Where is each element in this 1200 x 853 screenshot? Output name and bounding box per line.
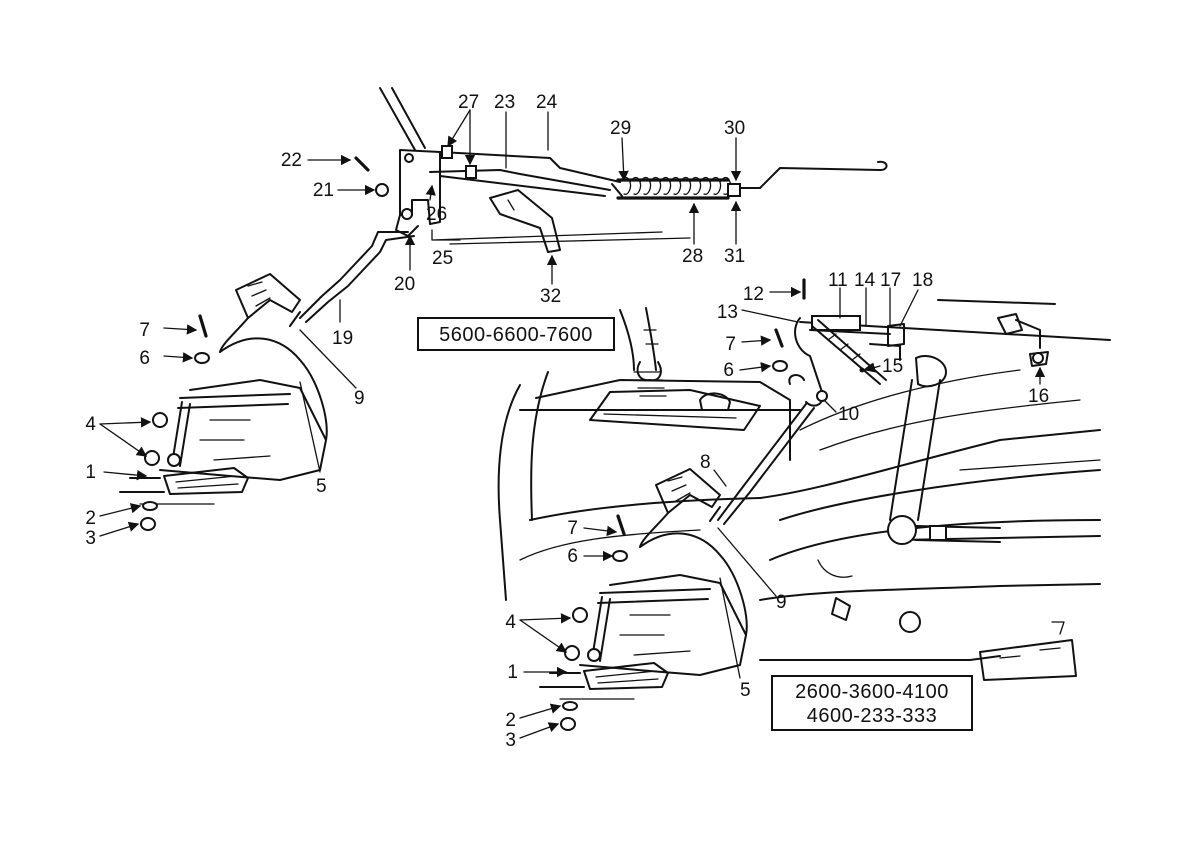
model-label-box-a: 5600-6600-7600: [417, 317, 615, 351]
callout-10: 10: [838, 404, 859, 425]
callout-22: 22: [281, 150, 302, 171]
callout-11: 11: [828, 270, 848, 291]
callout-25: 25: [432, 248, 453, 269]
callout-2-right: 2: [505, 710, 516, 731]
callout-7-right: 7: [567, 518, 578, 539]
callout-5-right: 5: [740, 680, 751, 701]
tractor-body-right: [497, 299, 1111, 681]
callout-27: 27: [458, 92, 479, 113]
callout-29: 29: [610, 118, 631, 139]
pedal-assembly-left: [119, 273, 328, 505]
callout-28: 28: [682, 246, 703, 267]
callout-9-left: 9: [354, 388, 365, 409]
hardware-left: [140, 156, 389, 531]
callout-6-right-upper: 6: [723, 360, 734, 381]
callout-1-right: 1: [507, 662, 518, 683]
callout-4-right: 4: [505, 612, 516, 633]
callout-24: 24: [536, 92, 558, 113]
callout-18: 18: [912, 270, 933, 291]
callout-3-left: 3: [85, 528, 96, 549]
callout-19: 19: [332, 328, 353, 349]
callout-13: 13: [717, 302, 738, 323]
callout-12: 12: [743, 284, 764, 305]
model-group-b-line1: 2600-3600-4100: [795, 681, 949, 703]
callout-26: 26: [426, 204, 447, 225]
callout-2-left: 2: [85, 508, 96, 529]
callout-9-right: 9: [776, 592, 787, 613]
callout-30: 30: [724, 118, 745, 139]
leader-lines: [99, 109, 1046, 739]
callout-7-left: 7: [139, 320, 150, 341]
callout-8: 8: [700, 452, 711, 473]
callout-6-left: 6: [139, 348, 150, 369]
model-label-box-b: 2600-3600-4100 4600-233-333: [771, 675, 973, 731]
callout-21: 21: [313, 180, 334, 201]
callout-20: 20: [394, 274, 415, 295]
callout-14: 14: [854, 270, 876, 291]
callout-7-right-upper: 7: [725, 334, 736, 355]
spring-coil: [611, 176, 732, 200]
callout-3-right: 3: [505, 730, 516, 751]
callout-4-left: 4: [85, 414, 96, 435]
callout-23: 23: [494, 92, 515, 113]
callout-1-left: 1: [85, 462, 96, 483]
callout-5-left: 5: [316, 476, 327, 497]
callout-17: 17: [880, 270, 901, 291]
callout-15: 15: [882, 356, 903, 377]
callout-32: 32: [540, 286, 561, 307]
model-group-b-line2: 4600-233-333: [807, 705, 938, 727]
hardware-right: [560, 278, 806, 731]
callout-16: 16: [1028, 386, 1049, 407]
callout-6-right: 6: [567, 546, 578, 567]
model-group-a: 5600-6600-7600: [439, 324, 593, 346]
callout-31: 31: [724, 246, 745, 267]
upper-cable-assembly: [299, 87, 888, 323]
callout-labels: 7 6 4 1 2 3 9 5 19 20 22 21 26 25 27 23 …: [85, 92, 1049, 751]
